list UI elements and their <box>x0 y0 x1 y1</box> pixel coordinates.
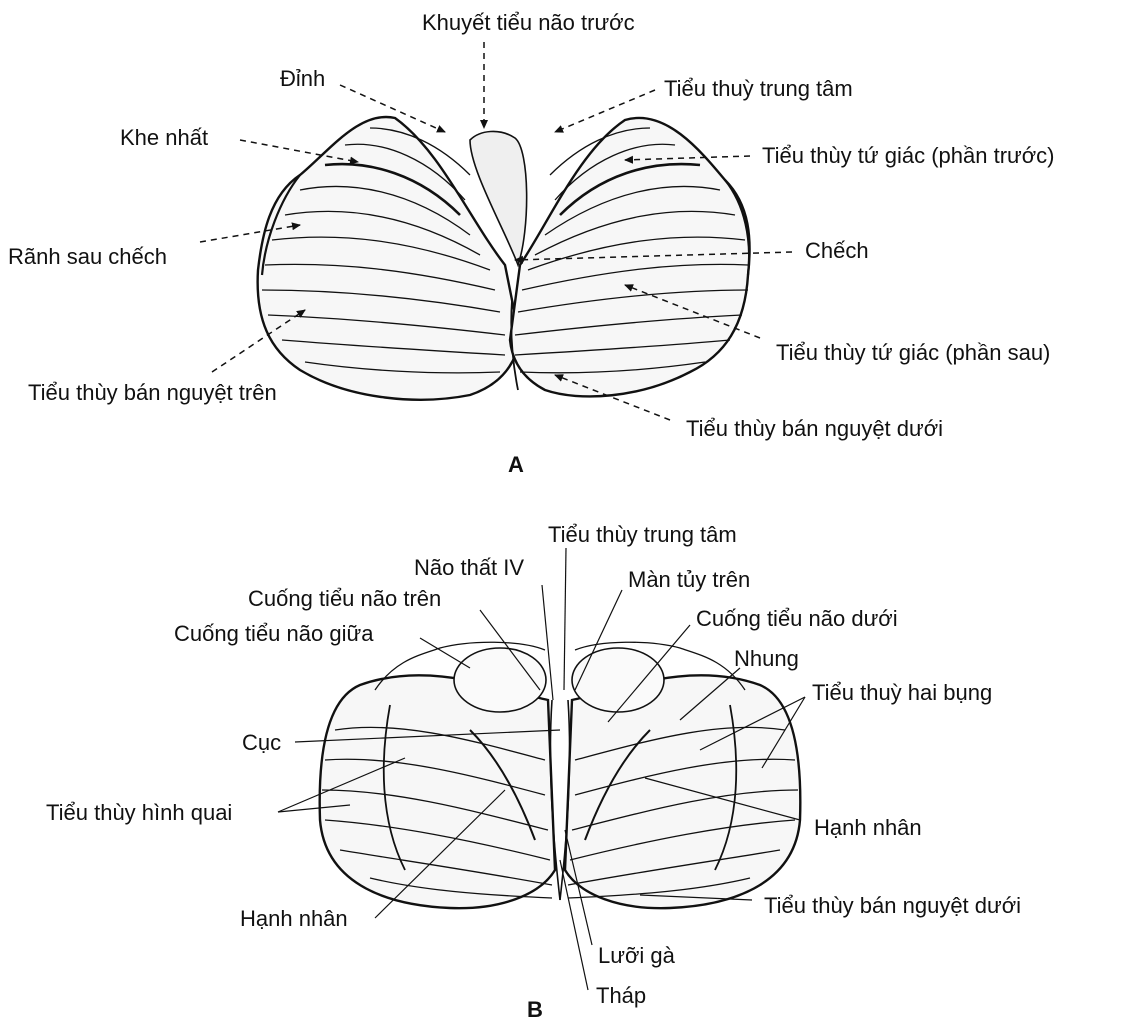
label-tuber: Cục <box>242 730 281 756</box>
label-culmen: Đỉnh <box>280 66 325 92</box>
label-inferior-semilunar-b: Tiểu thùy bán nguyệt dưới <box>764 893 1021 919</box>
label-middle-cerebellar-peduncle: Cuống tiểu não giữa <box>174 621 373 647</box>
label-biventral-lobule: Tiểu thuỳ hai bụng <box>812 680 992 706</box>
label-fourth-ventricle: Não thất IV <box>414 555 524 581</box>
panel-b-letter: B <box>527 997 543 1023</box>
label-superior-medullary-velum: Màn tủy trên <box>628 567 750 593</box>
label-tonsil-left: Hạnh nhân <box>240 906 348 932</box>
label-central-lobule-b: Tiểu thùy trung tâm <box>548 522 737 548</box>
label-quadrangular-posterior: Tiểu thùy tứ giác (phần sau) <box>776 340 1050 366</box>
label-gracile-lobule: Tiểu thùy hình quai <box>46 800 232 826</box>
label-uvula: Lưỡi gà <box>598 943 675 969</box>
label-primary-fissure: Khe nhất <box>120 125 208 151</box>
label-central-lobule-a: Tiểu thuỳ trung tâm <box>664 76 853 102</box>
label-inferior-cerebellar-peduncle: Cuống tiểu não dưới <box>696 606 898 632</box>
label-declive: Chếch <box>805 238 869 264</box>
label-quadrangular-anterior: Tiểu thùy tứ giác (phần trước) <box>762 143 1055 169</box>
panel-a-letter: A <box>508 452 524 478</box>
label-posterior-oblique-sulcus: Rãnh sau chếch <box>8 244 167 270</box>
label-pyramid: Tháp <box>596 983 646 1009</box>
label-tonsil-right: Hạnh nhân <box>814 815 922 841</box>
panel-a-illustration <box>258 117 750 400</box>
label-superior-cerebellar-peduncle: Cuống tiểu não trên <box>248 586 441 612</box>
label-flocculus: Nhung <box>734 646 799 672</box>
label-inferior-semilunar-a: Tiểu thùy bán nguyệt dưới <box>686 416 943 442</box>
panel-a-right-hemisphere <box>510 118 750 397</box>
panel-b-illustration <box>320 642 801 908</box>
right-peduncle-oval <box>572 648 664 712</box>
label-superior-semilunar: Tiểu thùy bán nguyệt trên <box>28 380 277 406</box>
label-anterior-cerebellar-notch: Khuyết tiểu não trước <box>422 10 635 36</box>
